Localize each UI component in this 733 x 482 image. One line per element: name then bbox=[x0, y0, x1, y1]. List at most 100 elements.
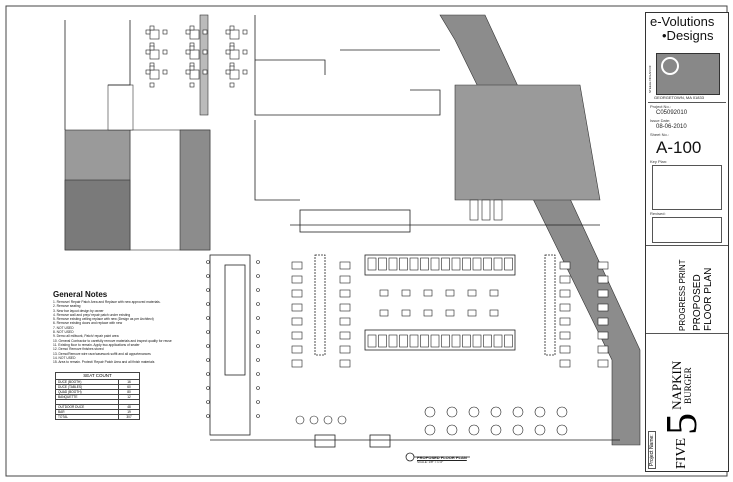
booth bbox=[430, 257, 440, 271]
firm-name-line2: •Designs bbox=[662, 28, 714, 43]
firm-name: e-Volutions •Designs bbox=[650, 15, 714, 43]
table bbox=[379, 309, 389, 317]
table bbox=[229, 29, 240, 40]
outdoor-table bbox=[534, 424, 546, 436]
key-plan-label: Key Plan: bbox=[650, 159, 668, 164]
table bbox=[189, 49, 200, 60]
table bbox=[489, 309, 499, 317]
booth-seat bbox=[291, 345, 303, 354]
booth-seat bbox=[597, 303, 609, 312]
chair bbox=[189, 25, 195, 31]
table bbox=[149, 29, 160, 40]
booth-seat bbox=[339, 261, 351, 270]
walls bbox=[64, 14, 641, 446]
booth bbox=[483, 334, 492, 348]
planter bbox=[206, 414, 210, 418]
chair bbox=[149, 45, 155, 51]
booth-seat bbox=[339, 303, 351, 312]
high-top bbox=[469, 199, 479, 221]
plan-scale: SCALE: 1/8" = 1'-0" bbox=[417, 460, 444, 464]
planter bbox=[256, 372, 260, 376]
outdoor-table bbox=[490, 406, 502, 418]
general-note-item: 4. Remove wall and prep/ repair patch un… bbox=[53, 312, 131, 317]
booth bbox=[462, 257, 471, 271]
booth-seat bbox=[597, 345, 609, 354]
project-name-burger: BURGER bbox=[683, 367, 693, 404]
booth bbox=[493, 334, 503, 348]
project-no: C05092010 bbox=[656, 110, 688, 116]
chair bbox=[145, 69, 151, 75]
booth-seat bbox=[559, 331, 571, 340]
table bbox=[379, 289, 389, 297]
booth bbox=[409, 334, 419, 348]
issue-date-label: Issue Date: bbox=[650, 118, 671, 123]
chair bbox=[149, 25, 155, 31]
chair bbox=[162, 49, 168, 55]
planter bbox=[256, 302, 260, 306]
outdoor-table bbox=[556, 406, 568, 418]
booth bbox=[441, 334, 450, 348]
general-note-item: 15. Area to remain. Protect/ Repair Patc… bbox=[53, 360, 155, 365]
booth bbox=[367, 257, 377, 271]
chair bbox=[242, 29, 248, 35]
project-name-five: FIVE bbox=[674, 437, 689, 469]
planter bbox=[256, 414, 260, 418]
planter bbox=[256, 274, 260, 278]
planter bbox=[256, 358, 260, 362]
interior-lines bbox=[64, 15, 620, 462]
general-note-item: 9. Demo all millwork, Patch/ repair pain… bbox=[53, 334, 119, 339]
chair bbox=[229, 25, 235, 31]
revisions-box bbox=[652, 217, 722, 243]
booth bbox=[451, 257, 461, 271]
planter bbox=[206, 302, 210, 306]
diagonal-wall-band bbox=[439, 14, 641, 446]
booth-seat bbox=[339, 345, 351, 354]
outdoor-table bbox=[446, 406, 458, 418]
table bbox=[445, 289, 455, 297]
planter bbox=[256, 386, 260, 390]
booth bbox=[388, 334, 398, 348]
outdoor-table bbox=[468, 424, 480, 436]
outdoor-table bbox=[490, 424, 502, 436]
project-name-logo: FIVE 5 NAPKIN BURGER bbox=[657, 361, 706, 469]
project-no-label: Project No.: bbox=[650, 104, 671, 109]
booth-seat bbox=[559, 275, 571, 284]
chair bbox=[145, 29, 151, 35]
booth-seat bbox=[597, 275, 609, 284]
booth bbox=[451, 334, 461, 348]
booth-seat bbox=[291, 359, 303, 368]
restroom-area bbox=[454, 84, 601, 201]
chair bbox=[145, 49, 151, 55]
booth bbox=[430, 334, 440, 348]
booth-seat bbox=[291, 331, 303, 340]
planter bbox=[206, 316, 210, 320]
chair bbox=[242, 49, 248, 55]
outdoor-table bbox=[468, 406, 480, 418]
booth-seat bbox=[597, 359, 609, 368]
furniture bbox=[145, 25, 609, 436]
bar-stool bbox=[309, 415, 319, 425]
drawing-title: PROPOSED FLOOR PLAN bbox=[692, 268, 714, 331]
planter bbox=[206, 358, 210, 362]
planter bbox=[206, 372, 210, 376]
outdoor-table bbox=[512, 424, 524, 436]
booth bbox=[399, 334, 408, 348]
chair bbox=[229, 65, 235, 71]
drawing-title-line1: PROPOSED bbox=[692, 274, 703, 331]
general-note-item: 12. Demo/ Remove finishes stored bbox=[53, 347, 104, 352]
bar-stool bbox=[337, 415, 347, 425]
table bbox=[467, 309, 477, 317]
planter bbox=[206, 400, 210, 404]
planter bbox=[256, 288, 260, 292]
booth bbox=[420, 257, 429, 271]
general-note-item: 11. Existing floor to remain. Apply two … bbox=[53, 342, 140, 347]
outdoor-table bbox=[446, 424, 458, 436]
outdoor-table bbox=[424, 406, 436, 418]
outdoor-table bbox=[534, 406, 546, 418]
booth-seat bbox=[339, 359, 351, 368]
key-plan-box bbox=[652, 165, 722, 210]
booth bbox=[399, 257, 408, 271]
chair bbox=[229, 45, 235, 51]
general-note-item: 6. Remove existing doors and replace wit… bbox=[53, 321, 123, 326]
